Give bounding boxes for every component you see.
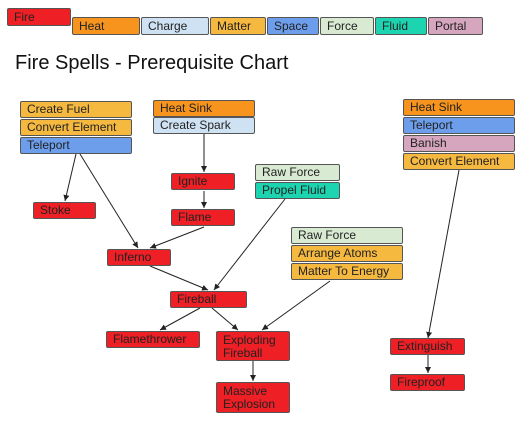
edge-fireball-flamethrower [159,307,201,331]
spell-fireball: Fireball [170,291,247,308]
spell-inferno: Inferno [107,249,171,266]
prereq-teleport-2: Teleport [403,117,515,134]
legend-fire: Fire [7,8,71,26]
prereq-teleport: Teleport [20,137,132,154]
prereq-create-fuel: Create Fuel [20,101,132,118]
legend-fluid: Fluid [375,17,427,35]
edge-inferno-fireball [149,265,209,291]
edge-flame-inferno [149,226,205,249]
prereq-heat-sink-2: Heat Sink [403,99,515,116]
edge-g5-extinguish [426,169,460,339]
legend-charge: Charge [141,17,209,35]
prereq-raw-force-2: Raw Force [291,227,403,244]
legend-force: Force [320,17,374,35]
prereq-propel-fluid: Propel Fluid [255,182,340,199]
prereq-banish: Banish [403,135,515,152]
legend-space: Space [267,17,319,35]
spell-extinguish: Extinguish [390,338,465,355]
spell-stoke: Stoke [33,202,96,219]
prereq-convert-element-2: Convert Element [403,153,515,170]
edge-g3-fireball [213,198,286,291]
prereq-raw-force: Raw Force [255,164,340,181]
spell-flame: Flame [171,209,235,226]
prereq-matter-to-energy: Matter To Energy [291,263,403,280]
spell-fireproof: Fireproof [390,374,465,391]
edge-g1-stoke [63,153,77,202]
prereq-arrange-atoms: Arrange Atoms [291,245,403,262]
legend-heat: Heat [72,17,140,35]
prereq-heat-sink: Heat Sink [153,100,255,117]
chart-title: Fire Spells - Prerequisite Chart [15,52,289,74]
spell-exploding-fireball: Exploding Fireball [216,331,290,361]
edge-fireball-exploding [211,307,239,331]
spell-flamethrower: Flamethrower [106,331,200,348]
spell-massive-explosion: Massive Explosion [216,382,290,413]
prereq-create-spark: Create Spark [153,117,255,134]
prereq-convert-element: Convert Element [20,119,132,136]
legend-portal: Portal [428,17,483,35]
edge-g4-exploding [261,280,331,331]
edge-g1-inferno [79,153,139,249]
legend-matter: Matter [210,17,266,35]
spell-ignite: Ignite [171,173,235,190]
